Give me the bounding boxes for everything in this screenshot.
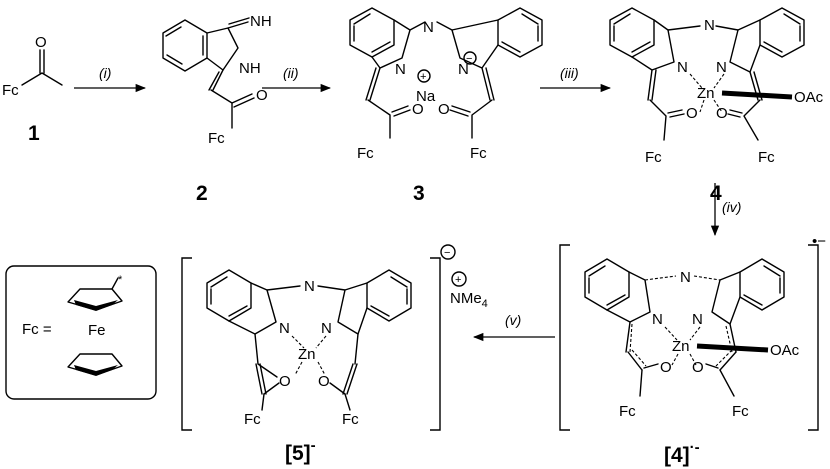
step-arrow-ii: (ii) — [262, 65, 332, 93]
label-n: N — [279, 320, 290, 337]
compound-number-5: [5]- — [285, 437, 316, 465]
label-n: N — [304, 278, 315, 295]
label-star: * — [118, 274, 123, 286]
compound-number-3: 3 — [413, 182, 425, 205]
label-zn: Zn — [298, 346, 316, 363]
compound-1: O Fc 1 — [2, 34, 63, 145]
label-nh: NH — [239, 60, 261, 77]
label-fe: Fe — [88, 322, 106, 339]
label-fc: Fc — [244, 411, 261, 428]
radical-anion-charge: •− — [812, 233, 826, 250]
step-label-i: (i) — [99, 65, 111, 81]
minus-charge: − — [444, 247, 450, 259]
label-o: O — [660, 359, 672, 376]
label-fc: Fc — [732, 403, 749, 420]
compound-2: NH NH O Fc 2 — [162, 13, 272, 205]
label-fc: Fc — [645, 149, 662, 166]
compound-number-4: 4 — [710, 182, 722, 205]
step-arrow-i: (i) — [74, 65, 147, 93]
label-n: N — [680, 269, 691, 286]
label-nme4: NMe4 — [450, 290, 488, 310]
label-o: O — [686, 105, 698, 122]
plus-charge: + — [420, 71, 426, 83]
label-o: O — [412, 101, 424, 118]
label-zn: Zn — [697, 85, 715, 102]
compound-5: − + NMe4 N N N Zn O Fc O Fc [5]- — [181, 244, 488, 465]
label-zn: Zn — [672, 338, 690, 355]
step-arrow-iv: (iv) — [710, 183, 741, 237]
label-fc: Fc — [342, 411, 359, 428]
compound-3: N N N + Na − O Fc O Fc 3 — [349, 7, 543, 205]
label-oac: OAc — [794, 89, 824, 106]
compound-number-4-radical: [4]·- — [664, 439, 700, 467]
label-n: N — [458, 61, 469, 78]
label-n: N — [395, 61, 406, 78]
label-n: N — [677, 59, 688, 76]
label-oac: OAc — [770, 342, 800, 359]
label-fc: Fc — [2, 82, 19, 99]
compound-number-2: 2 — [196, 182, 208, 205]
label-fc-equals: Fc = — [22, 321, 52, 338]
label-n: N — [321, 320, 332, 337]
label-na: Na — [416, 88, 436, 105]
label-o: O — [318, 373, 330, 390]
label-n: N — [704, 17, 715, 34]
step-label-iii: (iii) — [560, 65, 579, 81]
step-label-iv: (iv) — [722, 199, 741, 215]
label-o: O — [256, 87, 268, 104]
label-nh: NH — [250, 13, 272, 30]
label-o: O — [35, 34, 47, 51]
label-fc: Fc — [758, 149, 775, 166]
label-fc: Fc — [208, 130, 225, 147]
minus-charge: − — [466, 53, 472, 65]
compound-4-radical-anion: •− N N N Zn OAc O Fc O Fc [4]·- — [559, 233, 826, 467]
label-n: N — [716, 59, 727, 76]
label-fc: Fc — [357, 145, 374, 162]
label-o: O — [279, 373, 291, 390]
compound-4: N N N Zn OAc O Fc O Fc 4 — [609, 7, 824, 205]
compound-number-1: 1 — [28, 122, 40, 145]
step-arrow-v: (v) — [472, 312, 555, 342]
label-n: N — [692, 311, 703, 328]
step-arrow-iii: (iii) — [540, 65, 612, 93]
step-label-ii: (ii) — [283, 65, 299, 81]
label-o: O — [692, 359, 704, 376]
label-n: N — [652, 311, 663, 328]
label-n: N — [423, 19, 434, 36]
step-label-v: (v) — [505, 312, 521, 328]
label-o: O — [438, 101, 450, 118]
ferrocene-legend: Fc = * Fe — [5, 265, 157, 400]
label-fc: Fc — [619, 403, 636, 420]
plus-charge: + — [455, 274, 461, 286]
label-fc: Fc — [470, 145, 487, 162]
label-o: O — [716, 105, 728, 122]
